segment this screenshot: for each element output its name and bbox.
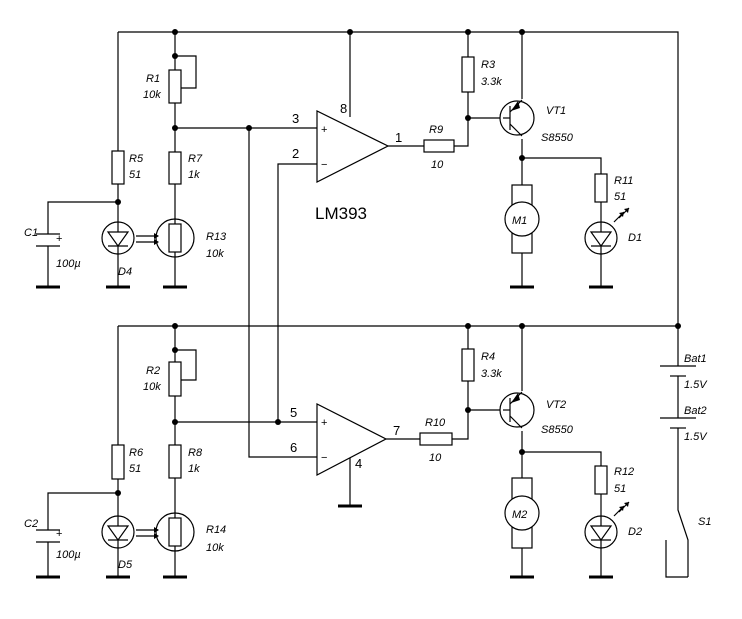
svg-text:VT1: VT1 — [546, 105, 566, 117]
svg-text:+: + — [56, 528, 62, 540]
svg-text:10k: 10k — [143, 89, 161, 101]
transistor-VT2: VT2 S8550 — [499, 391, 574, 436]
svg-text:8: 8 — [340, 101, 347, 116]
svg-text:7: 7 — [393, 423, 400, 438]
svg-text:R9: R9 — [429, 124, 443, 136]
svg-text:10k: 10k — [206, 248, 224, 260]
resistor-R11: R11 51 — [594, 173, 633, 203]
svg-text:10k: 10k — [143, 381, 161, 393]
resistor-R9: R9 10 — [423, 124, 455, 171]
svg-text:R7: R7 — [188, 153, 203, 165]
resistor-R4: R4 3.3k — [461, 348, 502, 382]
svg-text:R10: R10 — [425, 417, 446, 429]
svg-text:D5: D5 — [118, 559, 133, 571]
svg-text:R3: R3 — [481, 59, 496, 71]
junction-dots — [115, 29, 681, 496]
svg-text:R13: R13 — [206, 231, 227, 243]
svg-text:1.5V: 1.5V — [684, 379, 708, 391]
svg-text:C2: C2 — [24, 518, 38, 530]
svg-text:S8550: S8550 — [541, 132, 574, 144]
svg-text:S1: S1 — [698, 516, 711, 528]
svg-text:51: 51 — [614, 483, 626, 495]
svg-text:3.3k: 3.3k — [481, 76, 502, 88]
svg-text:Bat1: Bat1 — [684, 353, 707, 365]
battery-Bat1: Bat1 1.5V — [660, 353, 708, 391]
svg-text:D2: D2 — [628, 526, 642, 538]
svg-text:D1: D1 — [628, 232, 642, 244]
motor-M1: M1 — [504, 184, 540, 254]
led-D2: D2 — [584, 501, 642, 549]
switch-S1: S1 — [698, 516, 711, 528]
svg-text:1k: 1k — [188, 169, 200, 181]
svg-text:10: 10 — [431, 159, 444, 171]
svg-text:M1: M1 — [512, 215, 527, 227]
chip-label: LM393 — [315, 204, 367, 223]
capacitor-C1: + C1 100µ — [24, 227, 81, 270]
resistor-R8: R8 1k — [168, 444, 203, 479]
svg-text:R12: R12 — [614, 466, 634, 478]
svg-text:−: − — [321, 452, 327, 464]
svg-text:2: 2 — [292, 146, 299, 161]
svg-text:5: 5 — [290, 405, 297, 420]
svg-text:R8: R8 — [188, 447, 203, 459]
transistor-VT1: VT1 S8550 — [499, 99, 574, 144]
svg-text:C1: C1 — [24, 227, 38, 239]
wires — [47, 31, 689, 578]
svg-text:R4: R4 — [481, 351, 495, 363]
led-D1: D1 — [584, 207, 642, 255]
motor-M2: M2 — [504, 477, 540, 549]
svg-text:1.5V: 1.5V — [684, 431, 708, 443]
svg-text:D4: D4 — [118, 266, 132, 278]
svg-text:1k: 1k — [188, 463, 200, 475]
resistor-R10: R10 10 — [419, 417, 453, 464]
svg-text:3.3k: 3.3k — [481, 368, 502, 380]
svg-text:R5: R5 — [129, 153, 144, 165]
resistor-R1: R1 10k — [143, 69, 182, 104]
resistor-R12: R12 51 — [594, 465, 634, 495]
svg-text:+: + — [56, 233, 62, 245]
svg-text:R1: R1 — [146, 73, 160, 85]
svg-text:+: + — [321, 417, 327, 429]
svg-text:3: 3 — [292, 111, 299, 126]
capacitor-C2: + C2 100µ — [24, 518, 81, 561]
svg-text:R2: R2 — [146, 365, 160, 377]
resistor-R3: R3 3.3k — [461, 56, 502, 93]
svg-text:R6: R6 — [129, 447, 144, 459]
svg-text:4: 4 — [355, 456, 362, 471]
battery-Bat2: Bat2 1.5V — [660, 405, 708, 443]
svg-text:1: 1 — [395, 130, 402, 145]
svg-text:51: 51 — [129, 463, 141, 475]
svg-text:S8550: S8550 — [541, 424, 574, 436]
svg-text:VT2: VT2 — [546, 399, 566, 411]
resistor-R2: R2 10k — [143, 361, 182, 397]
svg-text:R11: R11 — [614, 175, 633, 187]
led-D4: D4 — [101, 221, 135, 278]
svg-text:Bat2: Bat2 — [684, 405, 707, 417]
svg-text:10: 10 — [429, 452, 442, 464]
resistor-R6: R6 51 — [111, 444, 144, 480]
svg-text:100µ: 100µ — [56, 258, 81, 270]
comparator-upper: + − 3 2 8 1 — [292, 101, 402, 183]
resistor-R5: R5 51 — [111, 150, 144, 185]
svg-text:10k: 10k — [206, 542, 224, 554]
svg-text:51: 51 — [614, 191, 626, 203]
svg-text:R14: R14 — [206, 524, 226, 536]
svg-text:M2: M2 — [512, 509, 527, 521]
svg-text:100µ: 100µ — [56, 549, 81, 561]
svg-text:6: 6 — [290, 440, 297, 455]
svg-text:51: 51 — [129, 169, 141, 181]
resistor-R7: R7 1k — [168, 151, 203, 185]
comparator-lower: + − 5 6 4 7 — [290, 403, 400, 476]
svg-text:−: − — [321, 159, 327, 171]
photoresistor-R14: R14 10k — [136, 508, 226, 556]
photoresistor-R13: R13 10k — [136, 214, 227, 262]
svg-text:+: + — [321, 124, 327, 136]
led-D5: D5 — [101, 515, 135, 571]
